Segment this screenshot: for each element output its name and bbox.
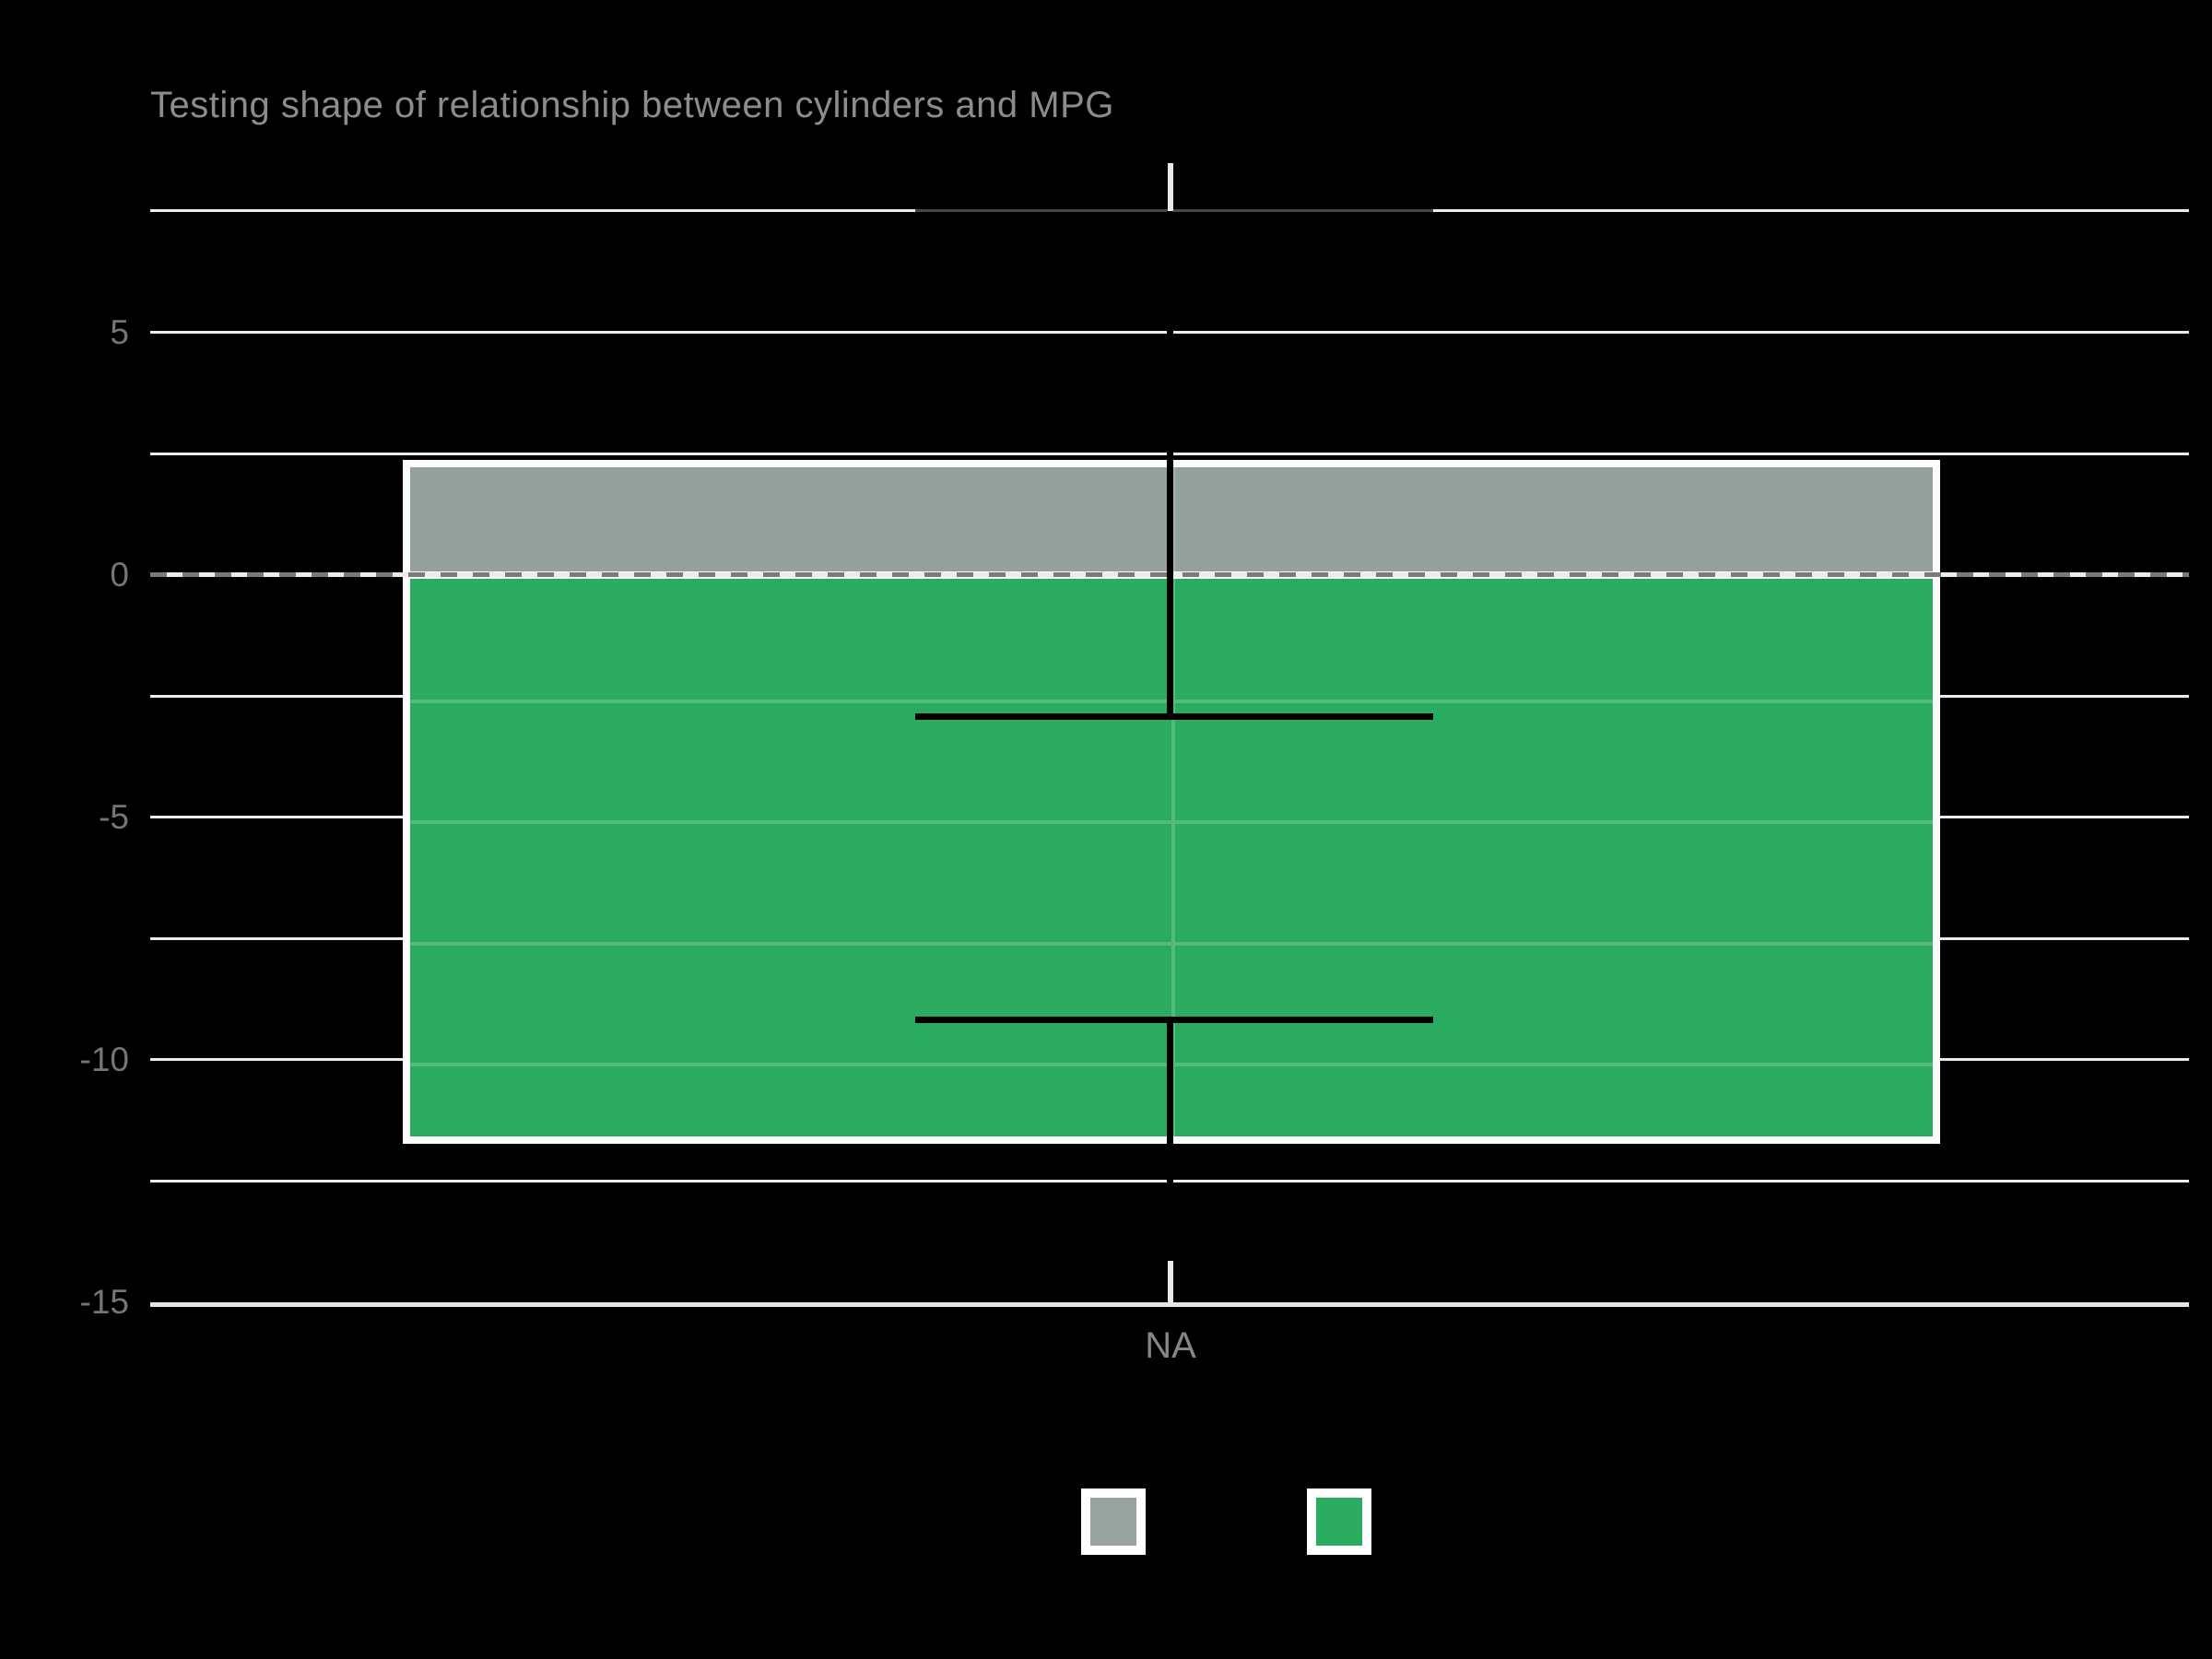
y-tick-label--10: -10 — [79, 1041, 129, 1078]
y-tick-label--15: -15 — [79, 1283, 129, 1321]
x-axis-line — [150, 1302, 2189, 1307]
vertical-gridline-tint-green — [1171, 579, 1175, 1136]
gridline-7p5-left — [150, 209, 915, 212]
gridline-7p5-right — [1433, 209, 2189, 212]
legend-key-gray — [1081, 1488, 1146, 1555]
errorbar2-top-cap — [915, 1017, 1433, 1023]
y-tick-label-5: 5 — [110, 313, 129, 351]
top-axis-tick — [1168, 163, 1173, 211]
y-tick-label--5: -5 — [99, 798, 129, 836]
y-tick-label-0: 0 — [110, 556, 129, 594]
errorbar1-bottom-cap — [915, 713, 1433, 720]
vertical-gridline-tint-gray — [1171, 467, 1175, 571]
legend-swatch-green — [1316, 1498, 1362, 1546]
errorbar2-line — [1167, 1020, 1173, 1254]
errorbar2-bottom-cap — [915, 1251, 1433, 1257]
chart-title: Testing shape of relationship between cy… — [150, 85, 1114, 125]
errorbar1-line — [1167, 211, 1173, 717]
bottom-axis-tick — [1168, 1261, 1173, 1304]
legend-key-green — [1307, 1488, 1371, 1555]
errorbar1-top-cap — [915, 207, 1433, 214]
legend-swatch-gray — [1090, 1498, 1136, 1546]
errorbar1-top-cap-gridline-blend — [915, 209, 1433, 212]
x-tick-label-na: NA — [1145, 1325, 1196, 1366]
